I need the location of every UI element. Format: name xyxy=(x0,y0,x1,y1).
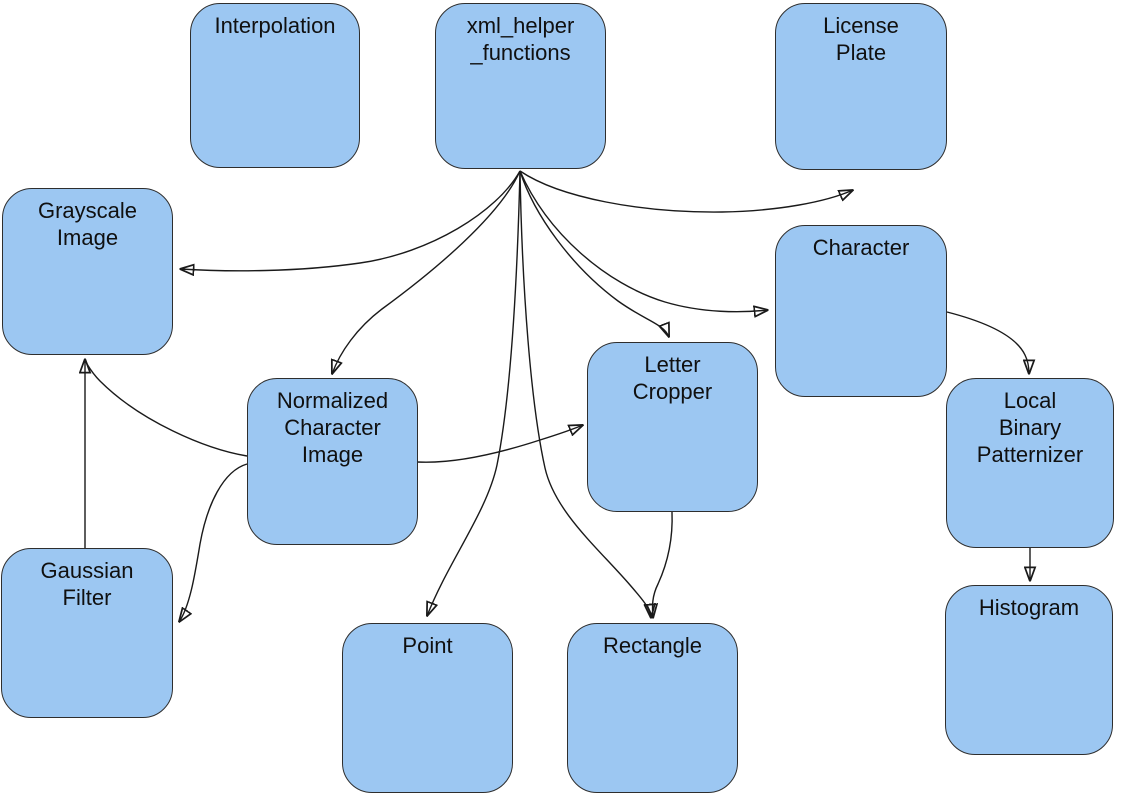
node-label: Local Binary Patternizer xyxy=(947,387,1113,468)
node-label-line: _functions xyxy=(470,40,571,65)
node-label-line: Point xyxy=(402,633,453,658)
edge-xml-helper-functions-to-rectangle xyxy=(519,170,651,618)
node-label-line: Gaussian xyxy=(40,558,134,583)
edge-normalized-character-image-to-letter-cropper xyxy=(416,425,583,463)
node-label: Point xyxy=(343,632,512,659)
node-label: xml_helper _functions xyxy=(436,12,605,66)
node-rectangle: Rectangle xyxy=(567,623,738,793)
node-license-plate: License Plate xyxy=(775,3,947,170)
node-interpolation: Interpolation xyxy=(190,3,360,168)
node-label-line: Image xyxy=(301,442,364,467)
node-local-binary-patternizer: Local Binary Patternizer xyxy=(946,378,1114,548)
node-grayscale-image: Grayscale Image xyxy=(2,188,173,355)
node-letter-cropper: Letter Cropper xyxy=(587,342,758,512)
node-label-line: Filter xyxy=(62,585,112,610)
node-character: Character xyxy=(775,225,947,397)
node-label: Interpolation xyxy=(191,12,359,39)
node-label-line: Patternizer xyxy=(976,442,1084,467)
node-label-line: Histogram xyxy=(978,595,1080,620)
node-xml-helper-functions: xml_helper _functions xyxy=(435,3,606,169)
edge-normalized-character-image-to-gaussian-filter xyxy=(179,463,248,622)
node-label: Character xyxy=(776,234,946,261)
node-gaussian-filter: Gaussian Filter xyxy=(1,548,173,718)
node-label-line: Image xyxy=(56,225,119,250)
node-label-line: xml_helper xyxy=(466,13,575,38)
node-label-line: Grayscale xyxy=(37,198,138,223)
edge-xml-helper-functions-to-character xyxy=(519,170,768,312)
edge-xml-helper-functions-to-license-plate xyxy=(519,170,853,213)
node-label: License Plate xyxy=(776,12,946,66)
node-label: Histogram xyxy=(946,594,1112,621)
edge-character-to-local-binary-patternizer xyxy=(946,311,1029,374)
edge-xml-helper-functions-to-normalized-character-image xyxy=(332,170,521,374)
edge-xml-helper-functions-to-point xyxy=(427,170,521,616)
node-label-line: Character xyxy=(284,415,381,440)
node-normalized-character-image: Normalized Character Image xyxy=(247,378,418,545)
node-label-line: Binary xyxy=(998,415,1062,440)
node-label: Normalized Character Image xyxy=(248,387,417,468)
edge-xml-helper-functions-to-letter-cropper xyxy=(519,170,669,337)
node-label-line: Interpolation xyxy=(214,13,336,38)
node-label: Grayscale Image xyxy=(3,197,172,251)
node-label-line: Normalized xyxy=(276,388,389,413)
edge-letter-cropper-to-rectangle xyxy=(653,511,673,618)
node-label-line: Rectangle xyxy=(602,633,703,658)
node-label-line: Local xyxy=(1003,388,1057,413)
node-label-line: Character xyxy=(812,235,910,260)
edge-xml-helper-functions-to-grayscale-image xyxy=(180,170,521,271)
node-label-line: Letter xyxy=(644,352,701,377)
node-point: Point xyxy=(342,623,513,793)
node-label-line: Cropper xyxy=(632,379,713,404)
node-label: Gaussian Filter xyxy=(2,557,172,611)
node-histogram: Histogram xyxy=(945,585,1113,755)
node-label: Letter Cropper xyxy=(588,351,757,405)
node-label-line: Plate xyxy=(835,40,887,65)
node-label-line: License xyxy=(823,13,899,38)
node-label: Rectangle xyxy=(568,632,737,659)
edge-normalized-character-image-to-grayscale-image xyxy=(86,363,248,457)
